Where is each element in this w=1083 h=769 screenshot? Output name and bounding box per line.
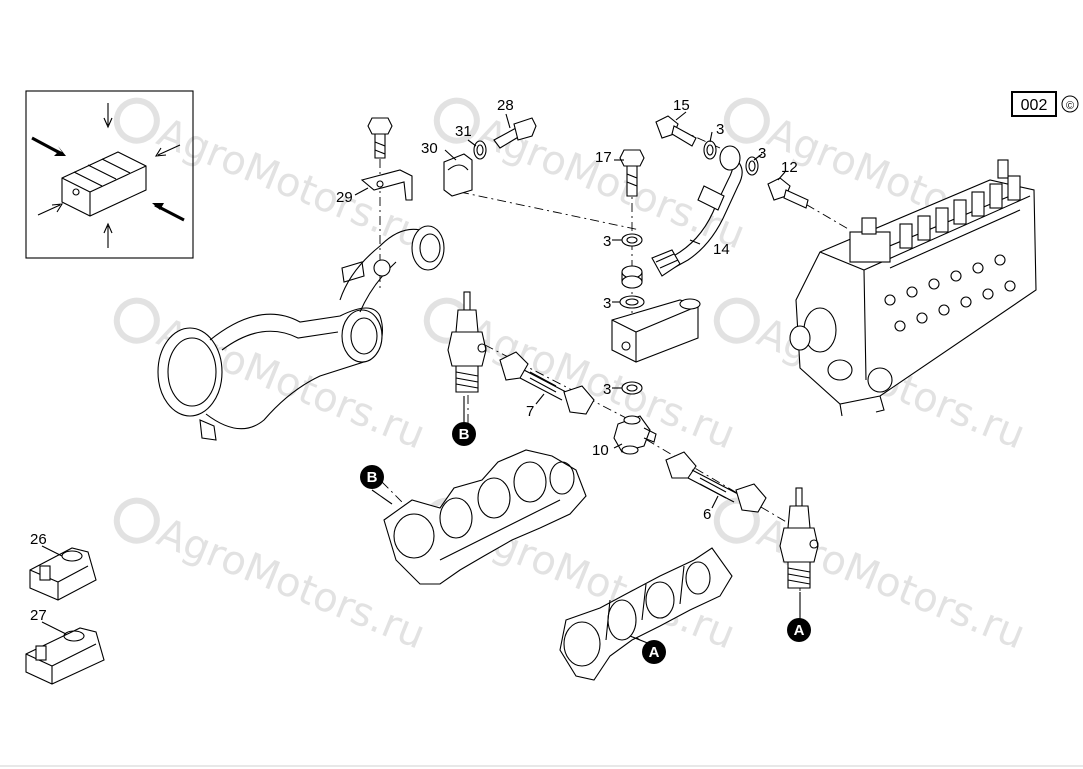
orientation-inset: [25, 90, 194, 259]
outline-arrow-icon: [37, 203, 64, 216]
fuel-pipe: [665, 451, 767, 513]
label-part-3: 3: [603, 295, 611, 312]
label-part-12: 12: [781, 159, 798, 176]
svg-text:B: B: [367, 469, 378, 486]
outline-arrow-icon: [103, 103, 113, 129]
intake-manifold-part: [157, 225, 445, 441]
collar-part: [473, 140, 487, 160]
manifold-section-part: [559, 547, 733, 681]
pump-fastener-row: [884, 254, 1016, 332]
fuel-pipe: [499, 351, 595, 415]
washer-part: [745, 156, 759, 176]
clamp-26-part: [29, 547, 97, 601]
label-part-17: 17: [595, 149, 612, 166]
injector-part: [447, 291, 487, 393]
pump-element-row: [899, 159, 1021, 249]
ref-marker-a: A: [642, 640, 666, 664]
label-part-6: 6: [703, 506, 711, 523]
label-part-3: 3: [716, 121, 724, 138]
svg-text:B: B: [459, 426, 470, 443]
part-labels: 28 31 30 29 15 3 17 3 12 3 14 3 3 7 10 6…: [30, 97, 798, 624]
injector-part: [779, 487, 819, 589]
ref-marker-b: B: [452, 422, 476, 446]
fuel-pipe: [651, 145, 743, 277]
manifold-section-part: [383, 449, 587, 585]
label-part-10: 10: [592, 442, 609, 459]
label-part-3: 3: [603, 381, 611, 398]
svg-text:A: A: [649, 644, 660, 661]
label-part-29: 29: [336, 189, 353, 206]
bolt-part: [619, 149, 645, 197]
bolt-part: [367, 117, 393, 159]
nut-part: [621, 265, 643, 289]
watermark-text: AgroMotors.ru: [461, 310, 741, 459]
svg-text:A: A: [794, 622, 805, 639]
label-part-7: 7: [526, 403, 534, 420]
tee-fitting-part: [613, 415, 657, 455]
label-part-27: 27: [30, 607, 47, 624]
outline-arrow-icon: [154, 144, 181, 157]
reference-markers: B B A A: [360, 422, 811, 664]
label-part-31: 31: [455, 123, 472, 140]
bolt-part: [493, 117, 537, 149]
copyright-mark: ©: [1066, 100, 1074, 112]
outline-arrow-icon: [103, 222, 113, 248]
bracket-part: [360, 169, 413, 201]
page-code: 002: [1021, 97, 1048, 114]
label-part-26: 26: [30, 531, 47, 548]
label-part-14: 14: [713, 241, 730, 258]
washer-part: [621, 381, 643, 395]
label-part-3: 3: [603, 233, 611, 250]
banjo-bolt-part: [655, 115, 697, 147]
page-code-badge: 002 ©: [1011, 91, 1079, 117]
washer-part: [621, 233, 643, 247]
ref-marker-b: B: [360, 465, 384, 489]
washer-part: [619, 295, 645, 309]
clamp-27-part: [25, 627, 105, 685]
union-part: [767, 177, 809, 209]
washer-part: [703, 140, 717, 160]
label-part-3: 3: [758, 145, 766, 162]
ref-marker-a: A: [787, 618, 811, 642]
label-part-30: 30: [421, 140, 438, 157]
clamp-part: [443, 153, 473, 197]
label-part-28: 28: [497, 97, 514, 114]
filter-housing-part: [611, 298, 701, 363]
injection-pump-part: [789, 159, 1037, 417]
label-part-15: 15: [673, 97, 690, 114]
